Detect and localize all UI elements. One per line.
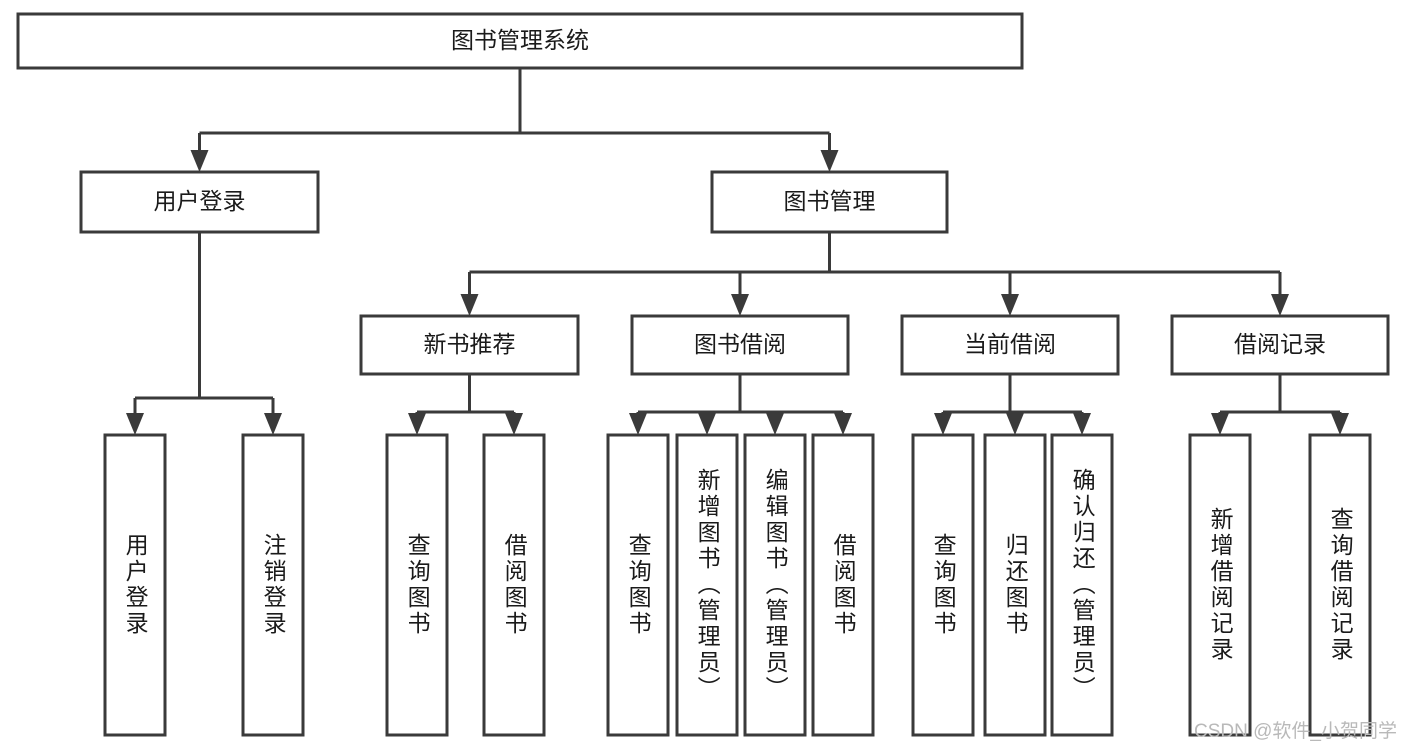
node-leaf-1[interactable]: [241, 433, 305, 737]
node-box[interactable]: [79, 170, 320, 234]
node-level3-2[interactable]: 当前借阅: [900, 314, 1120, 376]
node-leaf-7[interactable]: [811, 433, 875, 737]
node-box[interactable]: [359, 314, 580, 376]
arrow-head-icon: [1001, 294, 1019, 316]
node-level3-0[interactable]: 新书推荐: [359, 314, 580, 376]
arrow-head-icon: [190, 150, 209, 172]
node-box[interactable]: [103, 433, 167, 737]
arrow-head-icon: [505, 413, 523, 435]
node-leaf-9[interactable]: [983, 433, 1047, 737]
watermark-text: CSDN @软件_小贺同学: [1194, 721, 1397, 742]
node-label: 新书推荐: [424, 331, 516, 357]
arrow-head-icon: [264, 413, 282, 435]
arrow-head-icon: [731, 294, 749, 316]
node-box[interactable]: [482, 433, 546, 737]
node-level3-1[interactable]: 图书借阅: [630, 314, 850, 376]
node-leaf-5[interactable]: [675, 433, 739, 737]
node-box[interactable]: [606, 433, 670, 737]
node-leaf-10[interactable]: [1050, 433, 1114, 737]
arrow-head-icon: [934, 413, 952, 435]
node-box[interactable]: [911, 433, 975, 737]
arrow-head-icon: [460, 294, 479, 316]
node-level2-1[interactable]: 图书管理: [710, 170, 949, 234]
node-box[interactable]: [675, 433, 739, 737]
node-box[interactable]: [1050, 433, 1114, 737]
arrow-head-icon: [629, 413, 647, 435]
node-leaf-6[interactable]: [743, 433, 807, 737]
arrow-head-icon: [1211, 413, 1229, 435]
arrow-head-icon: [408, 413, 426, 435]
node-label: 借阅记录: [1234, 331, 1326, 357]
node-level2-0[interactable]: 用户登录: [79, 170, 320, 234]
node-label: 图书借阅: [694, 331, 786, 357]
arrow-head-icon: [126, 413, 144, 435]
arrow-head-icon: [766, 413, 784, 435]
node-level3-3[interactable]: 借阅记录: [1170, 314, 1390, 376]
arrow-head-icon: [820, 150, 839, 172]
node-leaf-8[interactable]: [911, 433, 975, 737]
arrow-head-icon: [1271, 294, 1289, 316]
node-box[interactable]: [900, 314, 1120, 376]
node-leaf-4[interactable]: [606, 433, 670, 737]
node-leaf-2[interactable]: [385, 433, 449, 737]
arrow-head-icon: [1006, 413, 1024, 435]
node-leaf-11[interactable]: [1188, 433, 1252, 737]
node-leaf-0[interactable]: [103, 433, 167, 737]
node-box[interactable]: [385, 433, 449, 737]
node-box[interactable]: [16, 12, 1024, 70]
node-root-0[interactable]: 图书管理系统: [16, 12, 1024, 70]
arrow-head-icon: [834, 413, 852, 435]
node-leaf-3[interactable]: [482, 433, 546, 737]
node-label: 图书管理系统: [451, 27, 589, 53]
node-box[interactable]: [241, 433, 305, 737]
node-label: 用户登录: [154, 188, 246, 214]
node-box[interactable]: [1308, 433, 1372, 737]
node-box[interactable]: [743, 433, 807, 737]
node-label: 图书管理: [784, 188, 876, 214]
node-box[interactable]: [1188, 433, 1252, 737]
node-box[interactable]: [811, 433, 875, 737]
node-box[interactable]: [630, 314, 850, 376]
arrow-head-icon: [1331, 413, 1349, 435]
node-label: 当前借阅: [964, 331, 1056, 357]
connector-layer: [126, 68, 1349, 435]
node-leaf-12[interactable]: [1308, 433, 1372, 737]
arrow-head-icon: [1073, 413, 1091, 435]
node-box[interactable]: [1170, 314, 1390, 376]
node-box[interactable]: [983, 433, 1047, 737]
arrow-head-icon: [698, 413, 716, 435]
node-box[interactable]: [710, 170, 949, 234]
